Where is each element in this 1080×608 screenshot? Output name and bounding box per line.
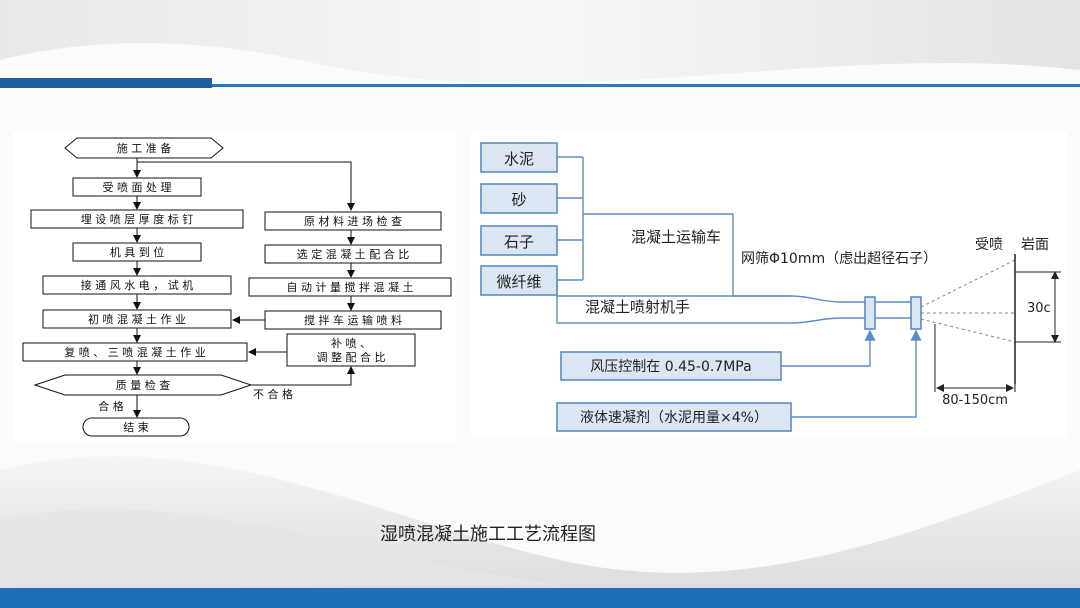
footer-bar bbox=[0, 588, 1080, 608]
decision-label: 质 量 检 查 bbox=[116, 378, 171, 392]
r2-box bbox=[264, 244, 442, 264]
step2-label: 埋 设 喷 层 厚 度 标 钉 bbox=[81, 212, 193, 226]
rock-label: 岩面 bbox=[1021, 237, 1049, 253]
r2-label: 选 定 混 凝 土 配 合 比 bbox=[297, 247, 409, 261]
r3-label: 自 动 计 量 搅 拌 混 凝 土 bbox=[287, 280, 414, 294]
r1-label: 原 材 料 进 场 检 查 bbox=[304, 214, 402, 228]
nozzle-1 bbox=[864, 296, 876, 330]
material-sand-box bbox=[480, 183, 558, 214]
r1-box bbox=[264, 211, 442, 231]
accelerator-label: 液体速凝剂（水泥用量×4%） bbox=[580, 410, 768, 426]
end-label: 结 束 bbox=[123, 421, 149, 434]
process-panel: 水泥 砂 石子 微纤维 混凝土运输车 网筛Φ10mm（虑出超径石子） 混凝土喷射… bbox=[471, 132, 1067, 437]
header-accent-bar bbox=[0, 78, 212, 88]
step6-box bbox=[22, 342, 248, 362]
header-rule bbox=[212, 84, 1080, 87]
end-node bbox=[82, 417, 190, 437]
pass-label: 合 格 bbox=[98, 399, 124, 413]
sieve-label: 网筛Φ10mm（虑出超径石子） bbox=[741, 251, 937, 267]
step5-label: 初 喷 混 凝 土 作 业 bbox=[88, 312, 186, 326]
material-cement-label: 水泥 bbox=[504, 150, 534, 168]
fail-label: 不 合 格 bbox=[253, 387, 293, 401]
step6-label: 复 喷 、 三 喷 混 凝 土 作 业 bbox=[64, 345, 205, 359]
slide-caption: 湿喷混凝土施工工艺流程图 bbox=[380, 524, 596, 545]
start-node bbox=[64, 137, 224, 159]
step1-label: 受 喷 面 处 理 bbox=[103, 181, 172, 194]
step3-label: 机 具 到 位 bbox=[110, 245, 165, 259]
r3-box bbox=[248, 277, 452, 297]
nozzle-2 bbox=[910, 296, 922, 330]
robot-label: 混凝土喷射机手 bbox=[585, 298, 690, 316]
start-label: 施 工 准 备 bbox=[117, 141, 172, 155]
accelerator-box bbox=[556, 402, 792, 432]
r5-label-line2: 调 整 配 合 比 bbox=[317, 350, 386, 364]
material-fiber-box bbox=[480, 265, 558, 296]
material-fiber-label: 微纤维 bbox=[496, 273, 541, 291]
r5-label-line1: 补 喷 、 bbox=[331, 337, 371, 350]
step4-label: 接 通 风 水 电 ， 试 机 bbox=[81, 278, 193, 292]
truck-label: 混凝土运输车 bbox=[631, 228, 721, 246]
thickness-label: 30c bbox=[1027, 301, 1051, 316]
r4-label: 搅 拌 车 运 输 喷 料 bbox=[304, 313, 402, 327]
flowchart-panel: 施 工 准 备 受 喷 面 处 理 埋 设 喷 层 厚 度 标 钉 机 具 到 … bbox=[13, 132, 456, 442]
material-stone-label: 石子 bbox=[504, 233, 534, 251]
material-sand-label: 砂 bbox=[511, 191, 526, 209]
distance-label: 80-150cm bbox=[942, 393, 1008, 408]
air-pressure-label: 风压控制在 0.45-0.7MPa bbox=[590, 359, 751, 375]
receive-label: 受喷 bbox=[975, 237, 1003, 253]
